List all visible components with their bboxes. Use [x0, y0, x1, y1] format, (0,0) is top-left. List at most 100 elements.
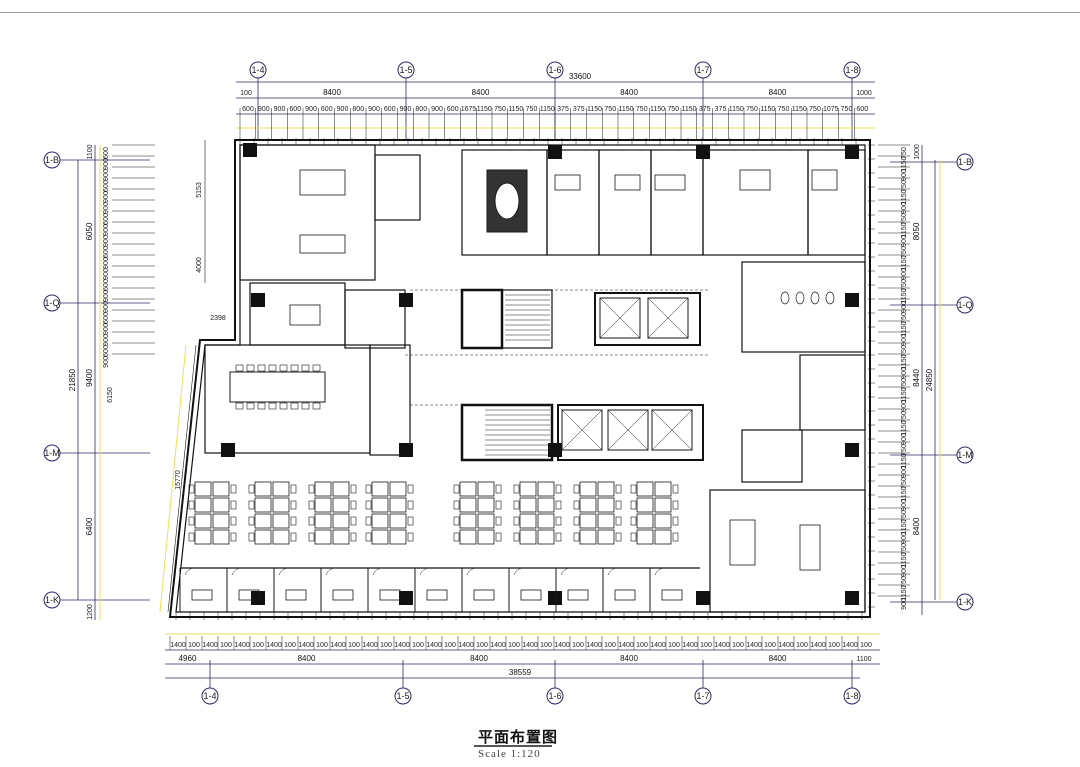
workstation-desk	[212, 481, 230, 497]
pantry	[369, 344, 411, 456]
dim-bottom-detail: 100	[636, 642, 648, 649]
door-swing	[278, 567, 290, 576]
structural-column	[845, 443, 859, 457]
door-swing	[419, 567, 431, 576]
axis-bubble	[546, 687, 564, 705]
dim-right-edge: 1000	[914, 144, 921, 160]
dim-line	[167, 344, 197, 613]
dim-top-detail: 1675	[461, 106, 477, 113]
rug-pattern	[494, 182, 520, 220]
conference-chair	[301, 364, 310, 372]
dim-right-detail: 750	[901, 444, 908, 456]
workstation-chair	[407, 516, 414, 526]
desk	[299, 169, 346, 196]
axis-label-bottom: 1-7	[696, 691, 709, 701]
office-b	[598, 149, 652, 256]
workstation-desk	[272, 513, 290, 529]
structural-column	[696, 591, 710, 605]
workstation-desk	[459, 497, 477, 513]
dim-left-upper: 4000	[196, 257, 203, 273]
workstation-desk	[597, 513, 615, 529]
workstation-desk	[459, 481, 477, 497]
dim-top-detail: 750	[809, 106, 821, 113]
finance-office	[741, 429, 803, 483]
dim-left-detail: 900	[103, 323, 110, 335]
structural-column	[845, 591, 859, 605]
structural-column	[845, 293, 859, 307]
dim-top-detail: 375	[715, 106, 727, 113]
dim-bottom-detail: 1400	[362, 642, 378, 649]
dim-right-detail: 750	[901, 147, 908, 159]
workstation-chair	[248, 532, 255, 542]
workstation-chair	[248, 484, 255, 494]
workstation-desk	[636, 497, 654, 513]
workstation-chair	[290, 484, 297, 494]
axis-label-bottom: 1-8	[845, 691, 858, 701]
dim-bottom-detail: 1400	[490, 642, 506, 649]
office-d	[702, 149, 809, 256]
workstation-desk	[597, 497, 615, 513]
conference-chair	[235, 364, 244, 372]
door-swing	[325, 567, 337, 576]
workstation-chair	[308, 532, 315, 542]
conference-chair	[268, 364, 277, 372]
dim-right-detail: 900	[901, 400, 908, 412]
workstation-desk	[254, 529, 272, 545]
workstation-desk	[579, 481, 597, 497]
workstation-desk	[519, 497, 537, 513]
dim-right-bay: 8440	[912, 369, 921, 387]
structural-column	[221, 443, 235, 457]
dim-top-detail: 900	[274, 106, 286, 113]
workstation-chair	[290, 532, 297, 542]
dim-bottom-detail: 1400	[618, 642, 634, 649]
axis-label-left: 1-M	[44, 448, 60, 458]
axis-bubble	[956, 153, 974, 171]
elevator-cross	[607, 409, 649, 451]
dim-bottom-edge: 1100	[856, 656, 871, 663]
workstation-desk	[272, 529, 290, 545]
dim-bottom-detail: 1400	[650, 642, 666, 649]
dim-top-bay: 8400	[323, 88, 341, 97]
workstation-desk	[519, 513, 537, 529]
dim-left-sub: 6150	[107, 387, 114, 403]
conference-chair	[257, 402, 266, 410]
structural-column	[548, 591, 562, 605]
dim-left-detail: 900	[103, 290, 110, 302]
dim-left-detail: 600	[103, 312, 110, 324]
conference-chair	[312, 402, 321, 410]
workstation-desk	[636, 513, 654, 529]
dim-top-detail: 600	[856, 106, 868, 113]
workstation-chair	[188, 500, 195, 510]
dim-left-detail: 900	[103, 257, 110, 269]
dim-bottom-detail: 100	[732, 642, 744, 649]
workstation-desk	[537, 513, 555, 529]
dim-left-slant: 15770	[175, 470, 182, 490]
executive-office	[239, 144, 376, 281]
workstation-chair	[672, 500, 679, 510]
dim-bottom-detail: 1400	[170, 642, 186, 649]
structural-column	[399, 293, 413, 307]
workstation-desk	[537, 481, 555, 497]
dim-right-detail: 1150	[901, 585, 908, 600]
dim-right-detail: 900	[901, 466, 908, 478]
dim-right-detail: 900	[901, 598, 908, 610]
desk	[289, 304, 321, 326]
dim-top-detail: 1150	[792, 106, 807, 113]
axis-label-right: 1-B	[958, 157, 972, 167]
dim-right-detail: 1150	[901, 420, 908, 435]
dim-top-bay: 8400	[620, 88, 638, 97]
dim-top-detail: 800	[415, 106, 427, 113]
dim-right-detail: 900	[901, 301, 908, 313]
dim-right-detail: 750	[901, 213, 908, 225]
workstation-chair	[453, 500, 460, 510]
conference-chair	[235, 402, 244, 410]
workstation-chair	[188, 516, 195, 526]
structural-column	[696, 145, 710, 159]
dim-bottom-detail: 1400	[458, 642, 474, 649]
office-desk	[520, 589, 542, 601]
conference-table	[229, 371, 326, 403]
dim-right-detail: 750	[901, 345, 908, 357]
office-desk	[332, 589, 354, 601]
dim-top-bay: 8400	[472, 88, 490, 97]
dim-top-detail: 375	[573, 106, 585, 113]
